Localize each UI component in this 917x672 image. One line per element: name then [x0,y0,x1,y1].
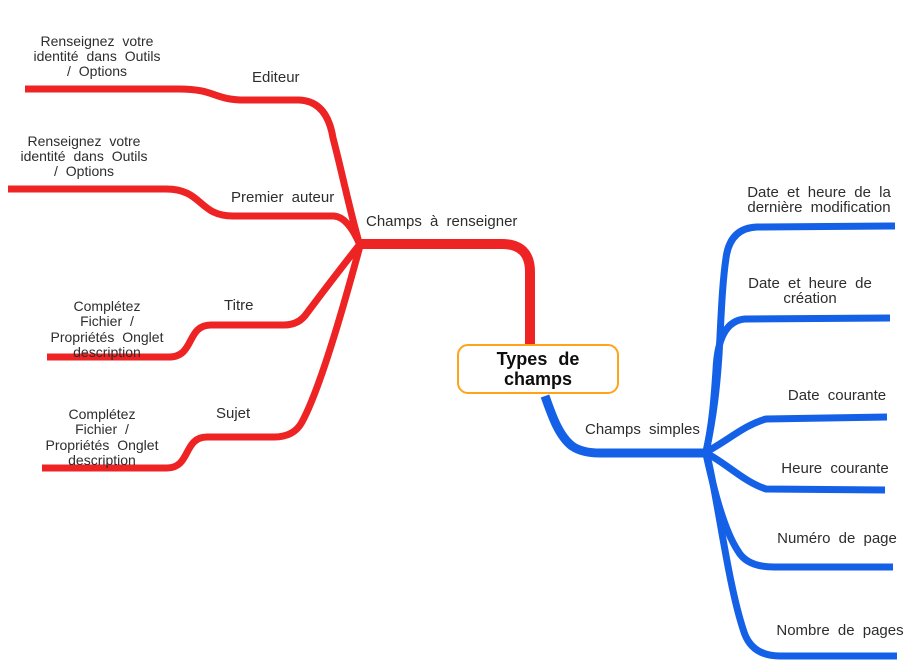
branch-line-heure-courante [704,449,886,494]
branch-line-editeur [25,85,364,247]
branch-line-sujet [42,245,364,472]
node-heure-courante[interactable]: Heure courante [781,460,889,477]
root-node-label: Types de champs [496,349,580,389]
branch-line-titre [47,241,363,361]
blue-trunk-line [540,394,706,458]
root-node-types-de-champs[interactable]: Types de champs [457,344,619,394]
node-editeur[interactable]: Editeur [252,69,300,86]
leaf-note-premier-auteur[interactable]: Renseignez votre identité dans Outils / … [20,133,148,179]
node-titre[interactable]: Titre [224,297,254,314]
leaf-note-sujet[interactable]: Complétez Fichier / Propriétés Onglet de… [45,406,159,469]
blue-branch-lines [540,222,897,660]
node-numero-de-page[interactable]: Numéro de page [777,530,897,547]
node-premier-auteur[interactable]: Premier auteur [231,189,335,206]
leaf-note-titre[interactable]: Complétez Fichier / Propriétés Onglet de… [50,298,164,361]
node-date-courante[interactable]: Date courante [787,387,887,404]
node-date-heure-creation[interactable]: Date et heure de création [748,275,872,307]
node-date-heure-derniere-modification[interactable]: Date et heure de la dernière modificatio… [747,184,891,216]
branch-line-nombre-de-pages [703,454,897,660]
node-sujet[interactable]: Sujet [216,405,251,422]
leaf-note-editeur[interactable]: Renseignez votre identité dans Outils / … [33,33,161,79]
red-branch-lines [8,85,535,472]
node-champs-simples[interactable]: Champs simples [585,421,700,438]
branch-line-date-courante [704,413,888,456]
branch-line-premier-auteur [8,185,364,247]
node-nombre-de-pages[interactable]: Nombre de pages [776,622,904,639]
node-champs-a-renseigner[interactable]: Champs à renseigner [366,213,518,230]
red-trunk-line [360,239,535,348]
branch-line-creation [702,314,891,453]
